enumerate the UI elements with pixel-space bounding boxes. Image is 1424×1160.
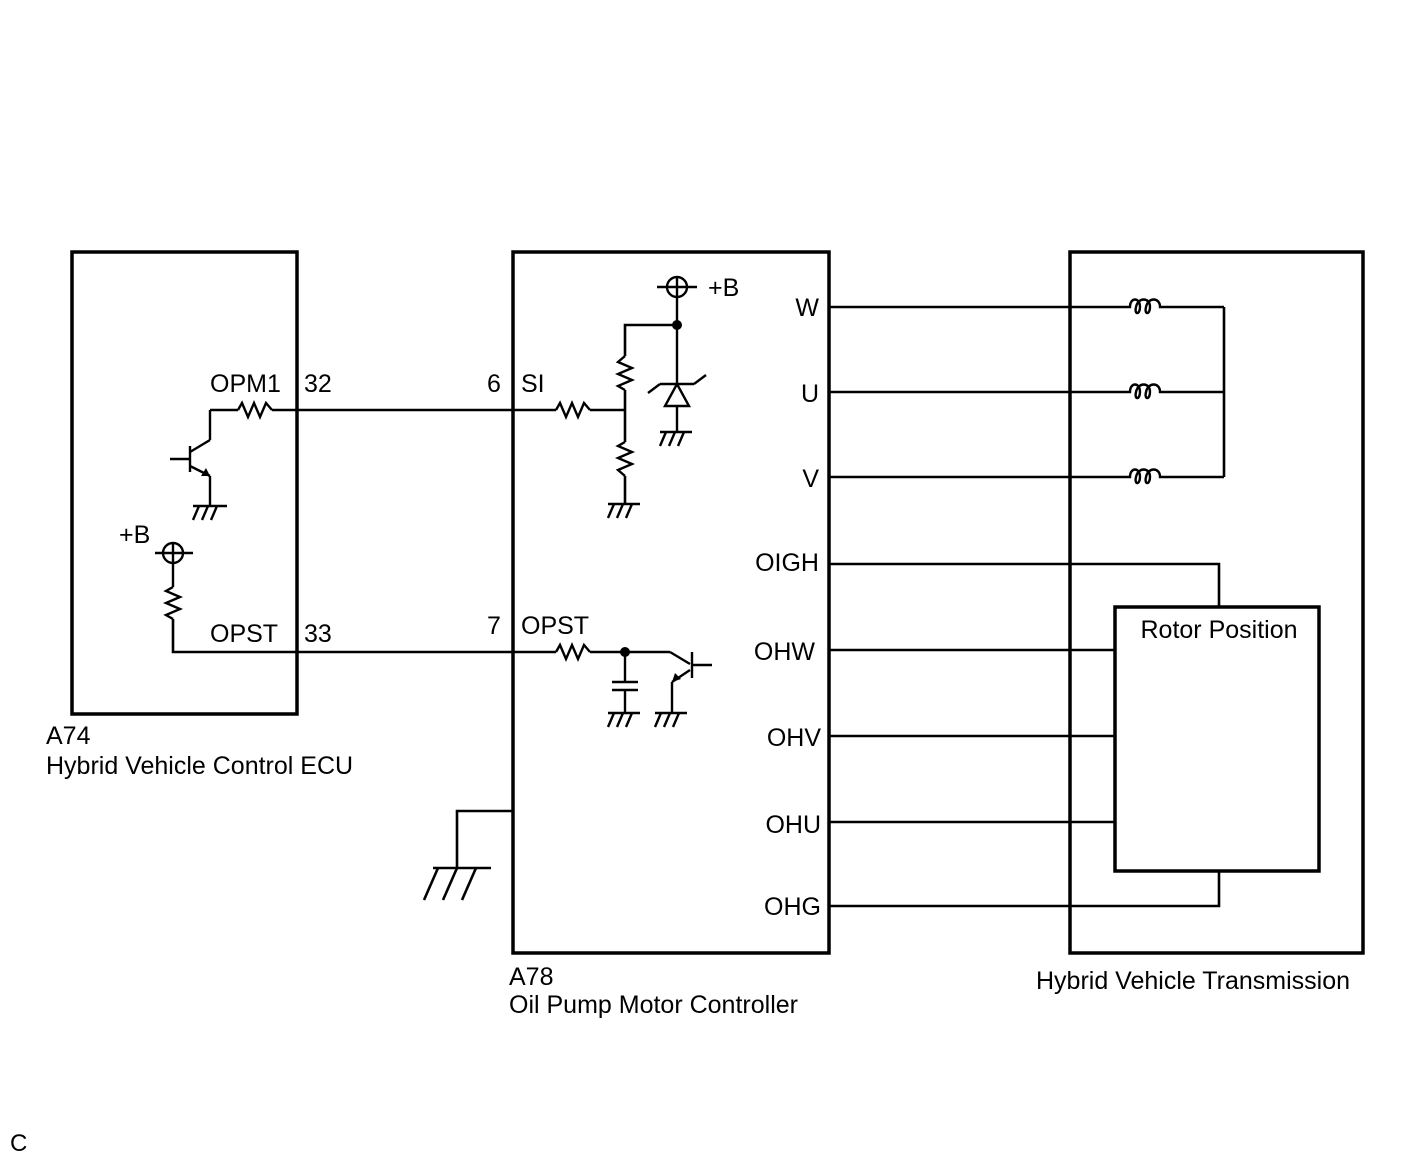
controller-si-lower-resistor (614, 440, 636, 477)
controller-pin-opst-name: OPST (521, 612, 589, 640)
ecu-pin-opst-name: OPST (210, 620, 278, 648)
motor-coil-w-icon (1124, 298, 1174, 315)
controller-opst-capacitor-icon (612, 652, 638, 713)
controller-opst-resistor (554, 641, 591, 663)
controller-supply-terminal-icon (657, 275, 697, 384)
ecu-box (70, 250, 299, 716)
wire-oigh (829, 562, 1221, 607)
controller-terminal-ohw: OHW (754, 638, 816, 666)
controller-box (511, 250, 831, 955)
controller-supply-label: +B (708, 274, 739, 302)
motor-coil-u-icon (1124, 383, 1174, 400)
footer-mark: C (10, 1130, 27, 1157)
controller-si-upper-resistor (614, 355, 636, 392)
ecu-connector-label: A74 (46, 722, 91, 750)
ecu-pin-opm1-number: 32 (304, 370, 332, 398)
ecu-pullup-resistor (162, 585, 184, 621)
controller-connector-label: A78 (509, 963, 553, 991)
controller-transistor-ground-icon (653, 711, 687, 728)
controller-terminal-oigh: OIGH (755, 549, 819, 577)
controller-pin-opst-number: 7 (487, 612, 501, 640)
ecu-pin-opst-number: 33 (304, 620, 332, 648)
transmission-name-label: Hybrid Vehicle Transmission (1036, 967, 1350, 995)
controller-zener-diode-icon (647, 374, 707, 432)
ecu-name-label: Hybrid Vehicle Control ECU (46, 752, 353, 780)
rotor-position-sensor-box (1113, 605, 1321, 873)
ecu-transistor-ground-icon (191, 504, 227, 521)
controller-capacitor-ground-icon (606, 711, 640, 728)
ecu-transistor (170, 410, 212, 506)
transmission-block: Hybrid Vehicle Transmission Rotor Positi… (829, 250, 1365, 995)
controller-terminal-ohu: OHU (765, 811, 821, 839)
controller-name-label: Oil Pump Motor Controller (509, 991, 798, 1019)
ecu-block: A74 Hybrid Vehicle Control ECU OPM1 32 O… (46, 250, 353, 780)
ecu-supply-label: +B (119, 521, 150, 549)
controller-terminal-ohg: OHG (764, 893, 821, 921)
controller-opst-transistor-icon (669, 650, 712, 713)
motor-coil-v-icon (1124, 468, 1174, 485)
ecu-supply-terminal-icon (155, 541, 193, 587)
wire-ohg (829, 871, 1221, 908)
controller-zener-ground-icon (658, 430, 692, 447)
rotor-position-label: Rotor Position (1140, 616, 1297, 644)
controller-terminal-u: U (801, 380, 819, 408)
controller-si-ground-icon (606, 502, 640, 519)
controller-terminal-ohv: OHV (767, 724, 822, 752)
ecu-pin-opm1-name: OPM1 (210, 370, 281, 398)
controller-si-series-resistor (554, 399, 591, 421)
controller-terminal-v: V (802, 465, 819, 493)
controller-block: A78 Oil Pump Motor Controller 6 SI 7 OPS… (422, 250, 831, 1019)
controller-supply-junction-dot (672, 320, 682, 330)
ecu-opm1-resistor (236, 399, 273, 421)
controller-pin-si-name: SI (521, 370, 545, 398)
controller-body-ground-icon (422, 866, 491, 901)
controller-terminal-w: W (795, 294, 819, 322)
transmission-box (1068, 250, 1365, 955)
controller-pin-si-number: 6 (487, 370, 501, 398)
